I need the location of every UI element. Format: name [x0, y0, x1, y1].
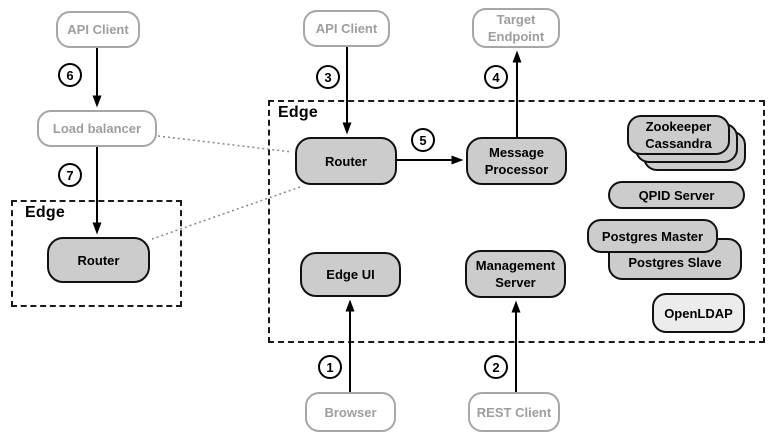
edge-ui-label: Edge UI	[326, 267, 375, 282]
step-2-badge: 2	[484, 355, 508, 379]
step-5-number: 5	[419, 132, 427, 148]
message-processor-node: Message Processor	[466, 137, 567, 185]
step-3-badge: 3	[316, 65, 340, 89]
zookeeper-label: Zookeeper	[645, 119, 712, 134]
router-main-label: Router	[325, 153, 367, 169]
step-5-badge: 5	[411, 128, 435, 152]
api-client-mid-label: API Client	[315, 21, 378, 36]
api-client-left-label: API Client	[67, 22, 129, 37]
browser-label: Browser	[324, 404, 377, 420]
edge-left-group-label: Edge	[25, 204, 65, 221]
zookeeper-cassandra-stack: Zookeeper Cassandra	[627, 115, 747, 173]
step-1-number: 1	[326, 359, 334, 375]
target-endpoint-label-line2: Endpoint	[487, 29, 545, 44]
load-balancer-node: Load balancer	[37, 110, 157, 147]
api-client-left-node: API Client	[56, 11, 140, 48]
target-endpoint-label-line1: Target	[496, 12, 536, 27]
zookeeper-cassandra-node: Zookeeper Cassandra	[627, 115, 730, 155]
management-server-label-line2: Server	[495, 275, 536, 290]
openldap-label: OpenLDAP	[664, 305, 733, 321]
browser-node: Browser	[305, 392, 396, 432]
step-6-badge: 6	[58, 63, 82, 87]
postgres-master-label: Postgres Master	[601, 228, 704, 244]
rest-client-node: REST Client	[468, 392, 560, 432]
step-3-number: 3	[324, 69, 332, 85]
postgres-slave-label: Postgres Slave	[628, 255, 722, 270]
management-server-node: Management Server	[465, 250, 566, 298]
cassandra-label: Cassandra	[645, 136, 712, 151]
router-left-label: Router	[77, 252, 120, 268]
load-balancer-label: Load balancer	[52, 121, 142, 136]
qpid-server-node: QPID Server	[608, 181, 745, 209]
step-7-number: 7	[66, 167, 74, 183]
postgres-master-node: Postgres Master	[587, 219, 718, 253]
router-left-node: Router	[47, 237, 150, 283]
step-2-number: 2	[492, 359, 500, 375]
step-4-number: 4	[492, 69, 500, 85]
step-4-badge: 4	[484, 65, 508, 89]
message-processor-label-line2: Processor	[484, 162, 549, 177]
edge-main-group-label: Edge	[278, 104, 318, 121]
api-client-mid-node: API Client	[303, 10, 390, 47]
management-server-label-line1: Management	[475, 258, 556, 273]
router-main-node: Router	[295, 137, 397, 185]
step-6-number: 6	[66, 67, 74, 83]
target-endpoint-node: Target Endpoint	[472, 8, 560, 48]
message-processor-label-line1: Message	[489, 145, 544, 160]
step-7-badge: 7	[58, 163, 82, 187]
rest-client-label: REST Client	[476, 404, 552, 420]
qpid-server-label: QPID Server	[638, 187, 715, 203]
edge-ui-node: Edge UI	[300, 252, 401, 297]
step-1-badge: 1	[318, 355, 342, 379]
openldap-node: OpenLDAP	[652, 293, 745, 333]
